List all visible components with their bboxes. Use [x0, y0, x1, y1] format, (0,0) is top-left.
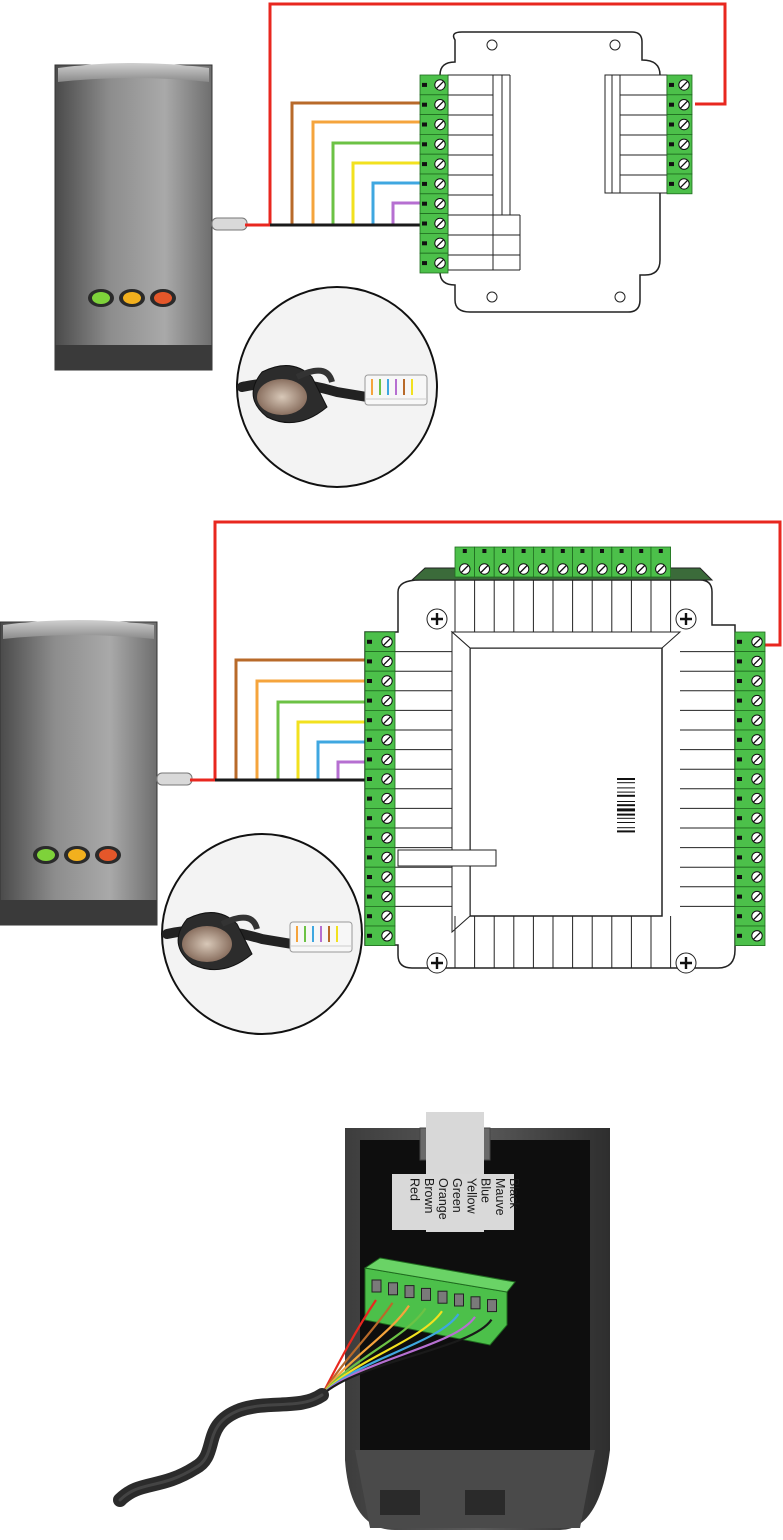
- back-screw: [422, 1288, 431, 1300]
- card-reader-2: [0, 620, 192, 925]
- inset-crimp-photo-2: [162, 834, 362, 1034]
- terminal-label: Orange: [436, 1178, 450, 1220]
- wires-panel-2: [190, 660, 370, 780]
- terminal-block-right-2: [735, 632, 765, 946]
- card-reader-1: [55, 63, 247, 370]
- led-indicator: [99, 849, 117, 861]
- led-indicator: [37, 849, 55, 861]
- back-screw: [372, 1280, 381, 1292]
- terminal-block-right-1: [667, 75, 692, 194]
- back-screw: [438, 1291, 447, 1303]
- terminal-block-left-2: [365, 632, 395, 946]
- terminal-block-left-1: [420, 75, 448, 273]
- reader-1-leds: [88, 289, 176, 307]
- wires-panel-1: [245, 103, 430, 225]
- terminal-block-top-2: [455, 547, 671, 577]
- inset-crimp-photo-1: [237, 287, 437, 487]
- terminal-label: Yellow: [464, 1178, 478, 1215]
- panel-1-reader-small-controller: [55, 4, 725, 487]
- terminal-label: Blue: [479, 1178, 493, 1203]
- reader-2-leds: [33, 846, 121, 864]
- led-indicator: [154, 292, 172, 304]
- terminal-label: Red: [408, 1178, 422, 1201]
- controller-small: [420, 32, 692, 312]
- back-screw: [455, 1294, 464, 1306]
- led-indicator: [92, 292, 110, 304]
- terminal-label: Mauve: [493, 1178, 507, 1216]
- led-indicator: [68, 849, 86, 861]
- terminal-label: Black: [507, 1178, 521, 1209]
- terminal-label: Brown: [422, 1178, 436, 1213]
- back-screw: [471, 1297, 480, 1309]
- led-indicator: [123, 292, 141, 304]
- controller-large: [365, 547, 765, 973]
- back-screw: [405, 1286, 414, 1298]
- terminal-label: Green: [450, 1178, 464, 1213]
- panel-2-reader-large-controller: [0, 522, 780, 1034]
- back-screw: [389, 1283, 398, 1295]
- back-screw: [488, 1300, 497, 1312]
